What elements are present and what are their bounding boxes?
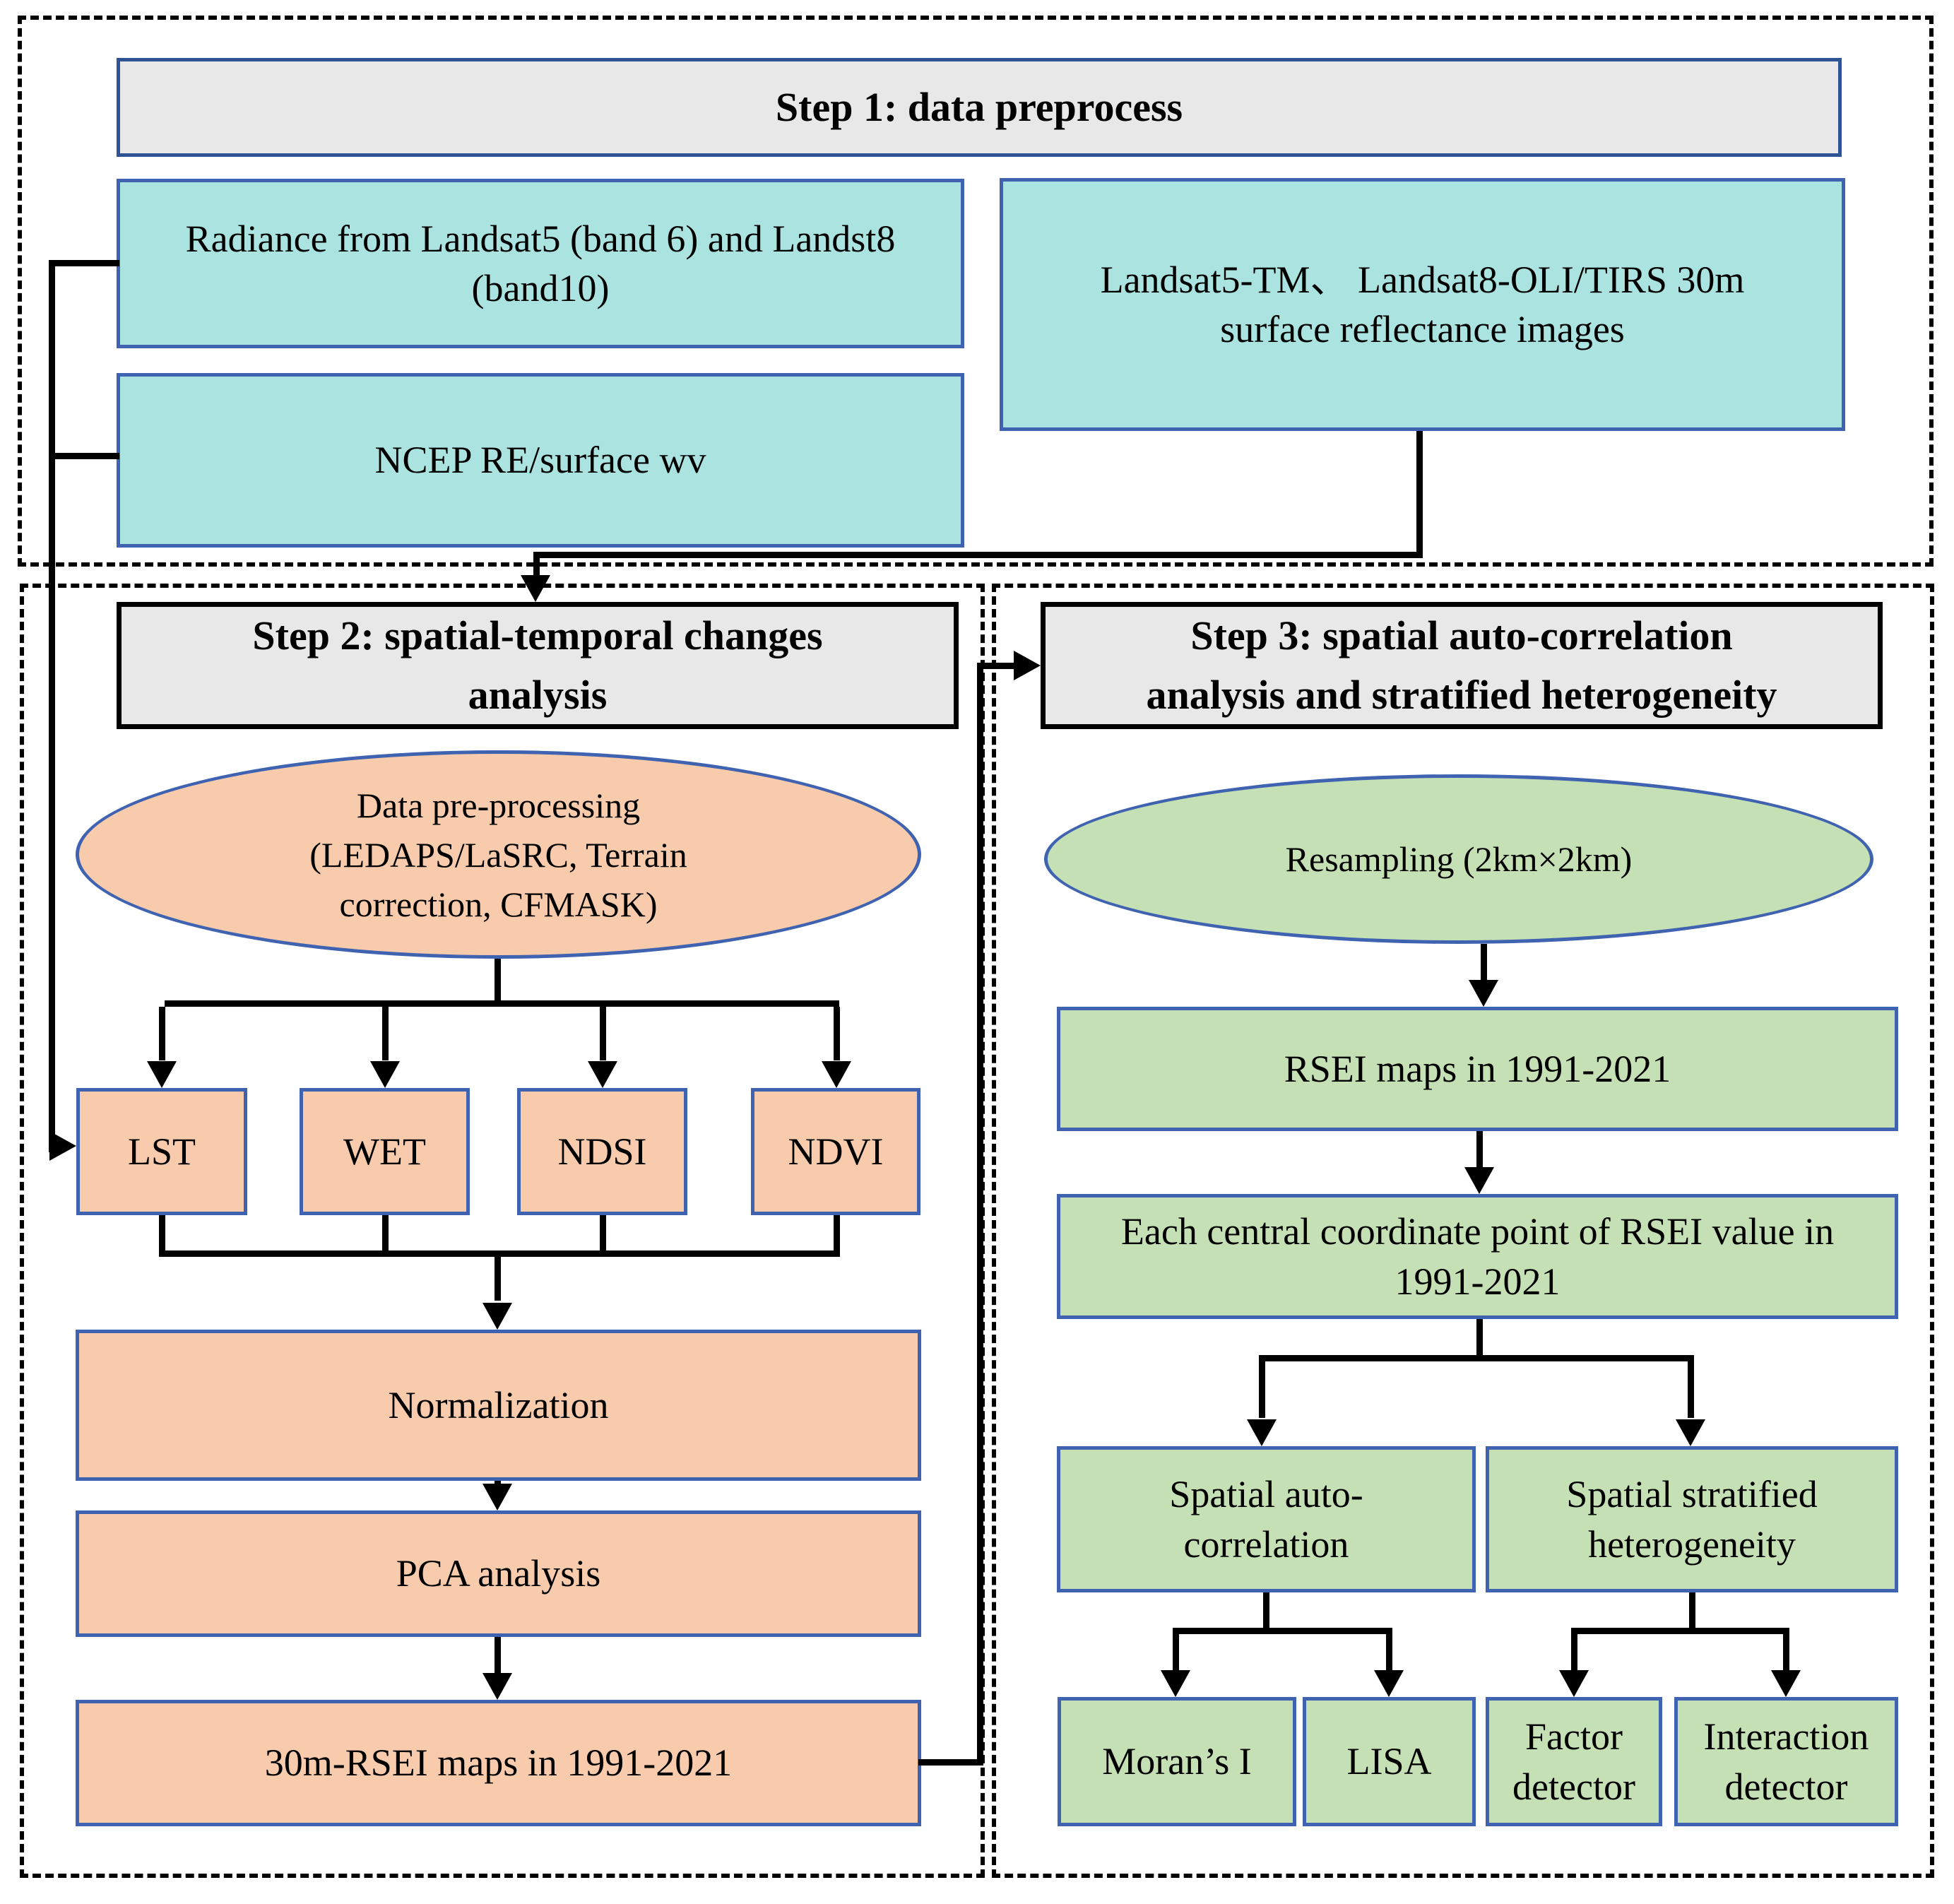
connector-spauto-down	[1263, 1592, 1269, 1634]
connector-spstrat-bar	[1571, 1628, 1789, 1634]
step3-panel-dashed-border	[992, 584, 1934, 1878]
connector-ncep-stub	[49, 453, 119, 459]
arrowhead-into-rsei-maps	[1469, 980, 1498, 1007]
arrowhead-ndvi	[822, 1061, 851, 1088]
central-coordinate-box: Each central coordinate point of RSEI va…	[1057, 1194, 1898, 1319]
step1-header-title: Step 1: data preprocess	[117, 58, 1842, 157]
arrowhead-lst	[147, 1061, 177, 1088]
step2-header-title: Step 2: spatial-temporal changes analysi…	[117, 602, 959, 729]
connector-resampling-down	[1481, 944, 1487, 983]
morans-i-box: Moran’s I	[1058, 1697, 1296, 1826]
connector-spstrat-down	[1689, 1592, 1695, 1634]
arrowhead-into-spatial-auto	[1247, 1419, 1277, 1446]
rsei-maps-box: RSEI maps in 1991-2021	[1057, 1007, 1898, 1131]
connector-ndsi-down	[600, 1215, 606, 1256]
connector-step2-entry	[533, 552, 540, 580]
arrowhead-into-central	[1464, 1167, 1494, 1194]
connector-rsei30-right	[918, 1759, 983, 1766]
normalization-box: Normalization	[76, 1330, 921, 1481]
connector-to-interaction	[1783, 1634, 1789, 1672]
connector-to-spatial-stratified	[1688, 1361, 1694, 1418]
arrowhead-into-lst	[49, 1131, 76, 1161]
connector-merge-down	[495, 1257, 501, 1301]
index-box-wet: WET	[300, 1088, 470, 1215]
index-box-ndvi: NDVI	[751, 1088, 920, 1215]
arrowhead-into-spatial-stratified	[1676, 1419, 1705, 1446]
interaction-detector-box: Interaction detector	[1674, 1697, 1898, 1826]
data-preprocessing-ellipse: Data pre-processing (LEDAPS/LaSRC, Terra…	[76, 750, 921, 959]
connector-step3-entry	[977, 663, 1017, 669]
connector-merge-bar	[159, 1250, 840, 1257]
spatial-stratified-box: Spatial stratified heterogeneity	[1486, 1446, 1898, 1592]
arrowhead-into-lisa	[1374, 1670, 1404, 1697]
connector-split-bar-indices	[165, 1000, 839, 1007]
spatial-autocorrelation-box: Spatial auto- correlation	[1057, 1446, 1476, 1592]
arrowhead-ndsi	[588, 1061, 617, 1088]
connector-to-ndsi	[600, 1007, 606, 1060]
connector-to-lisa	[1386, 1634, 1392, 1672]
arrowhead-into-factor	[1559, 1670, 1589, 1697]
arrowhead-into-morans	[1161, 1670, 1190, 1697]
arrowhead-into-step3-header	[1014, 651, 1041, 680]
arrowhead-into-pca	[482, 1484, 512, 1510]
rsei-30m-maps-box: 30m-RSEI maps in 1991-2021	[76, 1700, 921, 1826]
connector-landsat-horizontal	[533, 552, 1423, 558]
arrowhead-into-rsei30	[482, 1673, 512, 1700]
landsat-surface-reflectance-box: Landsat5-TM、 Landsat8-OLI/TIRS 30m surfa…	[1000, 178, 1845, 431]
index-box-ndsi: NDSI	[517, 1088, 687, 1215]
arrowhead-into-step2-header	[521, 575, 550, 602]
connector-to-factor	[1571, 1634, 1577, 1672]
arrowhead-into-interaction	[1771, 1670, 1801, 1697]
connector-wet-down	[382, 1215, 389, 1256]
connector-landsat-down	[1416, 431, 1423, 558]
connector-ndvi-down	[834, 1215, 840, 1256]
connector-radiance-stub	[49, 260, 119, 266]
arrowhead-wet	[370, 1061, 400, 1088]
connector-pca-rsei	[495, 1637, 501, 1674]
connector-to-lst	[159, 1007, 165, 1060]
connector-spauto-bar	[1173, 1628, 1392, 1634]
connector-to-spatial-auto	[1259, 1361, 1265, 1418]
connector-central-down	[1476, 1319, 1483, 1361]
connector-step2-step3-vertical	[977, 663, 983, 1766]
step1-panel-dashed-border	[18, 16, 1934, 567]
step3-header-title: Step 3: spatial auto-correlation analysi…	[1041, 602, 1883, 729]
connector-ellipse2-down	[495, 959, 501, 1007]
connector-lst-down	[159, 1215, 165, 1256]
connector-left-feed-vertical	[49, 260, 55, 1152]
connector-branch-bar	[1259, 1355, 1694, 1361]
connector-rseimaps-down	[1476, 1131, 1483, 1169]
factor-detector-box: Factor detector	[1486, 1697, 1662, 1826]
pca-analysis-box: PCA analysis	[76, 1510, 921, 1637]
arrowhead-into-normalization	[482, 1303, 512, 1330]
lisa-box: LISA	[1303, 1697, 1476, 1826]
ncep-box: NCEP RE/surface wv	[117, 373, 964, 548]
connector-to-wet	[382, 1007, 389, 1060]
resampling-ellipse: Resampling (2km×2km)	[1044, 774, 1873, 944]
index-box-lst: LST	[76, 1088, 247, 1215]
connector-to-ndvi	[834, 1007, 840, 1060]
connector-to-morans	[1173, 1634, 1179, 1672]
radiance-box: Radiance from Landsat5 (band 6) and Land…	[117, 179, 964, 348]
